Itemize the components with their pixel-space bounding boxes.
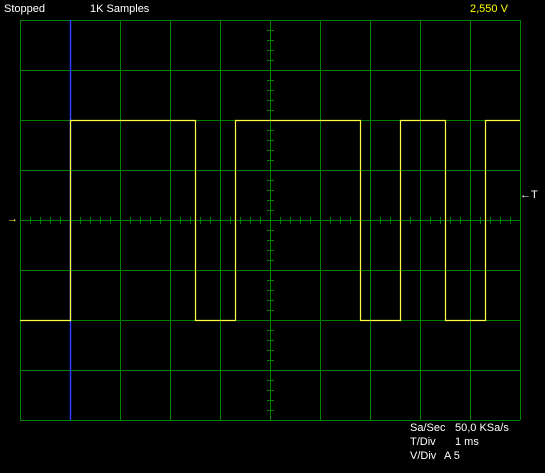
ground-level-arrow-icon[interactable]: → <box>7 213 18 225</box>
volt-div-value: A 5 <box>444 450 460 462</box>
volt-div-label: V/Div <box>410 450 437 462</box>
sample-rate-value: 50,0 KSa/s <box>455 422 509 434</box>
time-div-value: 1 ms <box>455 436 479 448</box>
trigger-level-readout: 2,550 V <box>470 3 508 15</box>
trigger-marker-icon[interactable]: ←T <box>520 189 538 201</box>
graticule-center-ticks <box>20 20 521 421</box>
sample-count-label: 1K Samples <box>90 3 150 15</box>
channel-a-trace <box>20 119 520 322</box>
time-div-label: T/Div <box>410 436 436 448</box>
run-state-label: Stopped <box>4 3 45 15</box>
sample-rate-label: Sa/Sec <box>410 422 446 434</box>
